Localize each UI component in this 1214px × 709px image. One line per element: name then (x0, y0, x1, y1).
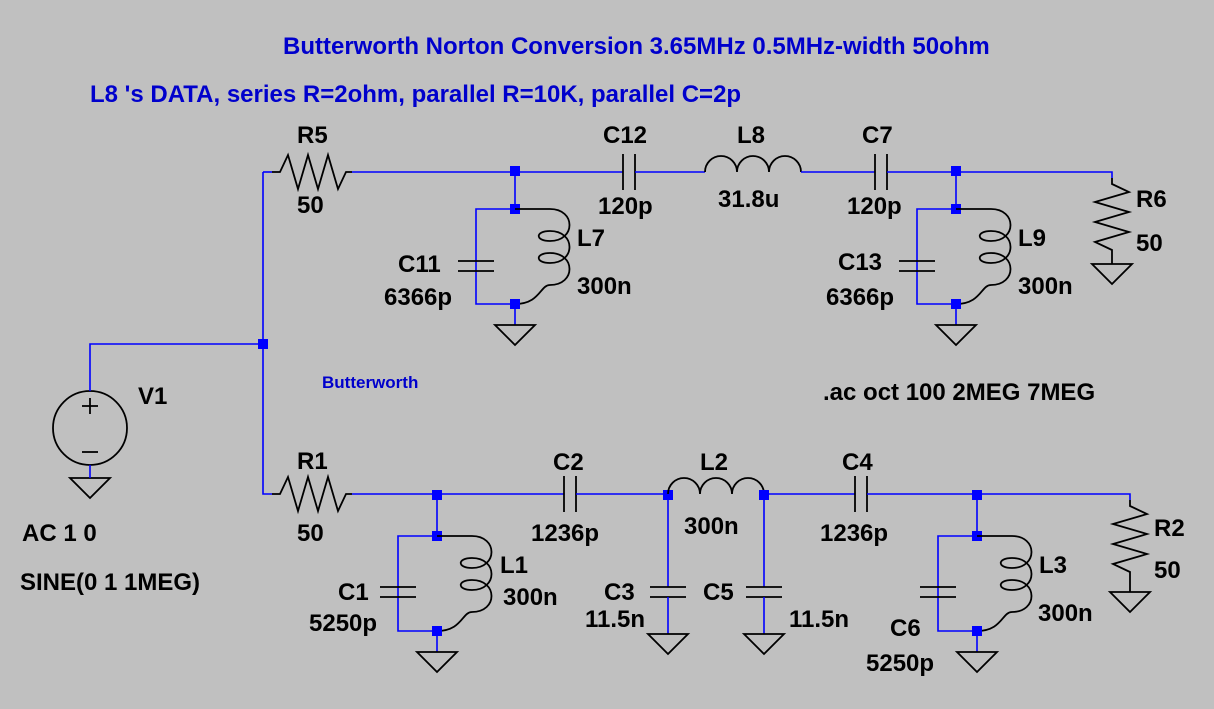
ground-symbol (933, 324, 979, 347)
c3-name: C3 (604, 579, 635, 606)
r5-value: 50 (297, 192, 324, 219)
capacitor-c12[interactable] (622, 154, 636, 190)
r6-value: 50 (1136, 230, 1163, 257)
capacitor-c3[interactable] (650, 586, 686, 598)
c11-name: C11 (398, 251, 441, 278)
wire (89, 343, 263, 391)
r1-name: R1 (297, 448, 328, 475)
c1-value: 5250p (309, 610, 377, 637)
r6-name: R6 (1136, 186, 1167, 213)
c13-value: 6366p (826, 284, 894, 311)
wire (397, 535, 437, 632)
v1-ac-value: AC 1 0 (22, 520, 97, 547)
c5-value: 11.5n (789, 606, 849, 633)
wire (916, 208, 956, 305)
l9-name: L9 (1018, 225, 1046, 252)
c13-name: C13 (838, 249, 882, 276)
ac-directive: .ac oct 100 2MEG 7MEG (823, 379, 1095, 406)
c2-value: 1236p (531, 520, 599, 547)
c6-name: C6 (890, 615, 921, 642)
resistor-r1[interactable] (272, 473, 352, 515)
ground-symbol (414, 651, 460, 674)
capacitor-c13[interactable] (899, 260, 935, 272)
ground-symbol (741, 633, 787, 656)
wire (867, 493, 1131, 500)
l1-name: L1 (500, 552, 528, 579)
junction-dot (258, 339, 268, 349)
r2-value: 50 (1154, 557, 1181, 584)
c3-value: 11.5n (585, 606, 645, 633)
capacitor-c6[interactable] (920, 586, 956, 598)
resistor-r2[interactable] (1109, 500, 1151, 592)
v1-name: V1 (138, 383, 167, 410)
l8-name: L8 (737, 122, 765, 149)
wire (887, 171, 1113, 178)
inductor-l2[interactable] (667, 477, 765, 495)
l2-name: L2 (700, 449, 728, 476)
wire (937, 535, 977, 632)
inductor-l9[interactable] (955, 208, 1012, 305)
wire (475, 208, 515, 305)
ground-symbol (67, 477, 113, 500)
r2-name: R2 (1154, 515, 1185, 542)
schematic-title: Butterworth Norton Conversion 3.65MHz 0.… (283, 33, 990, 60)
c6-value: 5250p (866, 650, 934, 677)
ground-symbol (954, 651, 1000, 674)
ground-symbol (1107, 591, 1153, 614)
ground-symbol (492, 324, 538, 347)
resistor-r5[interactable] (272, 151, 352, 193)
c2-name: C2 (553, 449, 584, 476)
l3-name: L3 (1039, 552, 1067, 579)
ground-symbol (1089, 263, 1135, 286)
capacitor-c11[interactable] (458, 260, 494, 272)
c7-name: C7 (862, 122, 893, 149)
l7-value: 300n (577, 273, 632, 300)
wire (262, 172, 272, 495)
capacitor-c5[interactable] (746, 586, 782, 598)
c12-name: C12 (603, 122, 647, 149)
c11-value: 6366p (384, 284, 452, 311)
v1-sine-value: SINE(0 1 1MEG) (20, 569, 200, 596)
l1-value: 300n (503, 584, 558, 611)
capacitor-c7[interactable] (874, 154, 888, 190)
l9-value: 300n (1018, 273, 1073, 300)
ground-symbol (645, 633, 691, 656)
inductor-l8[interactable] (704, 155, 802, 173)
capacitor-c2[interactable] (563, 476, 577, 512)
capacitor-c4[interactable] (854, 476, 868, 512)
voltage-source-v1[interactable] (52, 390, 128, 466)
capacitor-c1[interactable] (380, 586, 416, 598)
l2-value: 300n (684, 513, 739, 540)
resistor-r6[interactable] (1091, 178, 1133, 264)
r1-value: 50 (297, 520, 324, 547)
c5-name: C5 (703, 579, 734, 606)
c4-name: C4 (842, 449, 873, 476)
c12-value: 120p (598, 193, 653, 220)
inductor-l7[interactable] (514, 208, 571, 305)
schematic-subtitle: L8 's DATA, series R=2ohm, parallel R=10… (90, 81, 741, 108)
r5-name: R5 (297, 122, 328, 149)
butterworth-label: Butterworth (322, 373, 418, 392)
l7-name: L7 (577, 225, 605, 252)
c4-value: 1236p (820, 520, 888, 547)
c1-name: C1 (338, 579, 369, 606)
inductor-l1[interactable] (436, 535, 493, 632)
l3-value: 300n (1038, 600, 1093, 627)
junction-dot (951, 166, 961, 176)
inductor-l3[interactable] (976, 535, 1033, 632)
c7-value: 120p (847, 193, 902, 220)
junction-dot (510, 166, 520, 176)
l8-value: 31.8u (718, 186, 779, 213)
